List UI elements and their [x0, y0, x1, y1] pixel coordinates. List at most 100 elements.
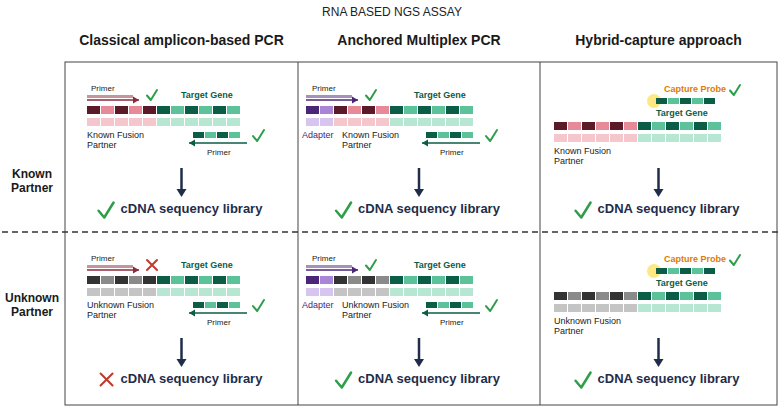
- sequence-segment: [656, 98, 667, 104]
- method-illustration: [302, 254, 536, 416]
- gene-label: Target Gene: [181, 90, 233, 100]
- check-mark: [730, 85, 740, 95]
- method-illustration: [69, 254, 294, 416]
- result-label: cDNA sequency library: [121, 202, 263, 217]
- flow-arrow: [657, 168, 660, 190]
- sequence-segment: [376, 288, 389, 296]
- primer-body: [87, 265, 133, 268]
- sequence-segment: [638, 304, 651, 312]
- cross-mark: [147, 260, 157, 270]
- sequence-segment: [638, 134, 651, 142]
- partner-label: Known Fusion Partner: [87, 130, 159, 151]
- sequence-segment: [101, 118, 114, 126]
- arrow-head: [133, 267, 139, 274]
- sequence-segment: [143, 288, 156, 296]
- sequence-segment: [306, 106, 319, 114]
- sequence-segment: [362, 288, 375, 296]
- sequence-segment: [554, 134, 567, 142]
- primer-arrow: [189, 142, 247, 144]
- sequence-segment: [568, 292, 581, 300]
- sequence-segment: [462, 302, 473, 308]
- sequence-segment: [638, 122, 651, 130]
- partner-label: Known Fusion Partner: [554, 146, 634, 167]
- sequence-segment: [582, 292, 595, 300]
- flow-arrow: [180, 168, 183, 190]
- primer-arrow: [422, 142, 480, 144]
- sequence-segment: [438, 132, 449, 138]
- check-mark: [99, 202, 114, 217]
- sequence-segment: [680, 304, 693, 312]
- arrow-head: [414, 189, 424, 197]
- check-mark: [576, 372, 591, 387]
- adapter-label: Adapter: [302, 130, 334, 140]
- sequence-segment: [624, 292, 637, 300]
- sequence-segment: [334, 288, 347, 296]
- sequence-segment: [680, 98, 691, 104]
- primer-body: [306, 265, 352, 268]
- sequence-segment: [404, 118, 417, 126]
- sequence-segment: [596, 304, 609, 312]
- sequence-segment: [404, 276, 417, 284]
- sequence-segment: [157, 106, 170, 114]
- primer-arrow: [189, 312, 247, 314]
- arrow-head: [177, 359, 187, 367]
- sequence-segment: [460, 118, 473, 126]
- sequence-segment: [390, 288, 403, 296]
- sequence-segment: [129, 276, 142, 284]
- sequence-segment: [205, 302, 216, 308]
- sequence-segment: [376, 118, 389, 126]
- sequence-segment: [306, 118, 319, 126]
- row-label: Known Partner: [2, 168, 62, 196]
- arrow-head: [133, 97, 139, 104]
- sequence-segment: [334, 276, 347, 284]
- gene-label: Target Gene: [656, 108, 708, 118]
- primer-label: Primer: [440, 318, 464, 327]
- sequence-segment: [129, 288, 142, 296]
- sequence-segment: [568, 304, 581, 312]
- sequence-segment: [306, 288, 319, 296]
- sequence-segment: [213, 288, 226, 296]
- sequence-segment: [362, 276, 375, 284]
- primer-label: Primer: [312, 254, 336, 263]
- sequence-segment: [185, 106, 198, 114]
- flow-arrow: [657, 338, 660, 360]
- sequence-segment: [143, 106, 156, 114]
- sequence-segment: [680, 268, 691, 274]
- primer-body: [306, 95, 352, 98]
- sequence-segment: [446, 118, 459, 126]
- sequence-segment: [229, 132, 240, 138]
- method-panel: PrimerTarget GeneKnown Fusion PartnerPri…: [69, 84, 294, 228]
- primer-label: Primer: [91, 84, 115, 93]
- sequence-segment: [582, 134, 595, 142]
- primer-label: Primer: [207, 318, 231, 327]
- partner-label: Unknown Fusion Partner: [87, 300, 159, 321]
- sequence-segment: [227, 118, 240, 126]
- sequence-segment: [320, 118, 333, 126]
- sequence-segment: [426, 302, 437, 308]
- gene-label: Target Gene: [656, 278, 708, 288]
- sequence-segment: [115, 288, 128, 296]
- arrow-head: [414, 359, 424, 367]
- flow-arrow: [180, 338, 183, 360]
- sequence-segment: [568, 134, 581, 142]
- sequence-segment: [694, 122, 707, 130]
- sequence-segment: [334, 106, 347, 114]
- sequence-segment: [213, 118, 226, 126]
- sequence-segment: [376, 106, 389, 114]
- sequence-segment: [610, 122, 623, 130]
- sequence-segment: [652, 122, 665, 130]
- result-label: cDNA sequency library: [598, 372, 740, 387]
- sequence-segment: [362, 106, 375, 114]
- sequence-segment: [87, 106, 100, 114]
- check-mark: [366, 90, 376, 100]
- sequence-segment: [418, 288, 431, 296]
- sequence-segment: [704, 268, 715, 274]
- sequence-segment: [596, 292, 609, 300]
- gene-label: Target Gene: [414, 260, 466, 270]
- primer-label: Primer: [91, 254, 115, 263]
- sequence-segment: [624, 304, 637, 312]
- sequence-segment: [450, 132, 461, 138]
- sequence-segment: [596, 122, 609, 130]
- flow-arrow: [418, 168, 421, 190]
- result-label: cDNA sequency library: [358, 372, 500, 387]
